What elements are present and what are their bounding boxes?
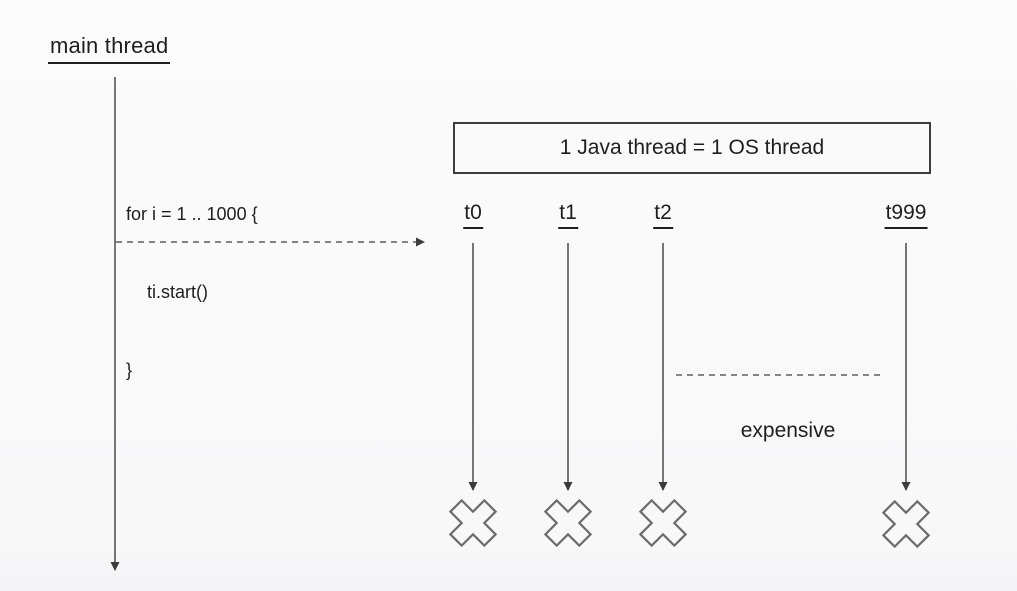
thread-death-cross-icon: [881, 499, 931, 549]
equivalence-banner-box: 1 Java thread = 1 OS thread: [453, 122, 931, 174]
thread-label-t2: t2: [653, 201, 673, 229]
equivalence-banner-text: 1 Java thread = 1 OS thread: [559, 136, 825, 159]
thread-label-t1: t1: [558, 201, 578, 229]
expensive-label: expensive: [740, 419, 836, 442]
thread-label-t0: t0: [463, 201, 483, 229]
main-thread-label: main thread: [48, 33, 171, 64]
thread-death-cross-icon: [448, 498, 498, 548]
code-line-for: for i = 1 .. 1000 {: [126, 204, 258, 224]
code-line-close-brace: }: [126, 360, 133, 380]
thread-label-t999: t999: [884, 201, 928, 229]
code-line-start: ti.start(): [147, 282, 208, 302]
loop-code-block: for i = 1 .. 1000 { ti.start() }: [126, 149, 258, 435]
thread-death-cross-icon: [638, 498, 688, 548]
thread-death-cross-icon: [543, 498, 593, 548]
